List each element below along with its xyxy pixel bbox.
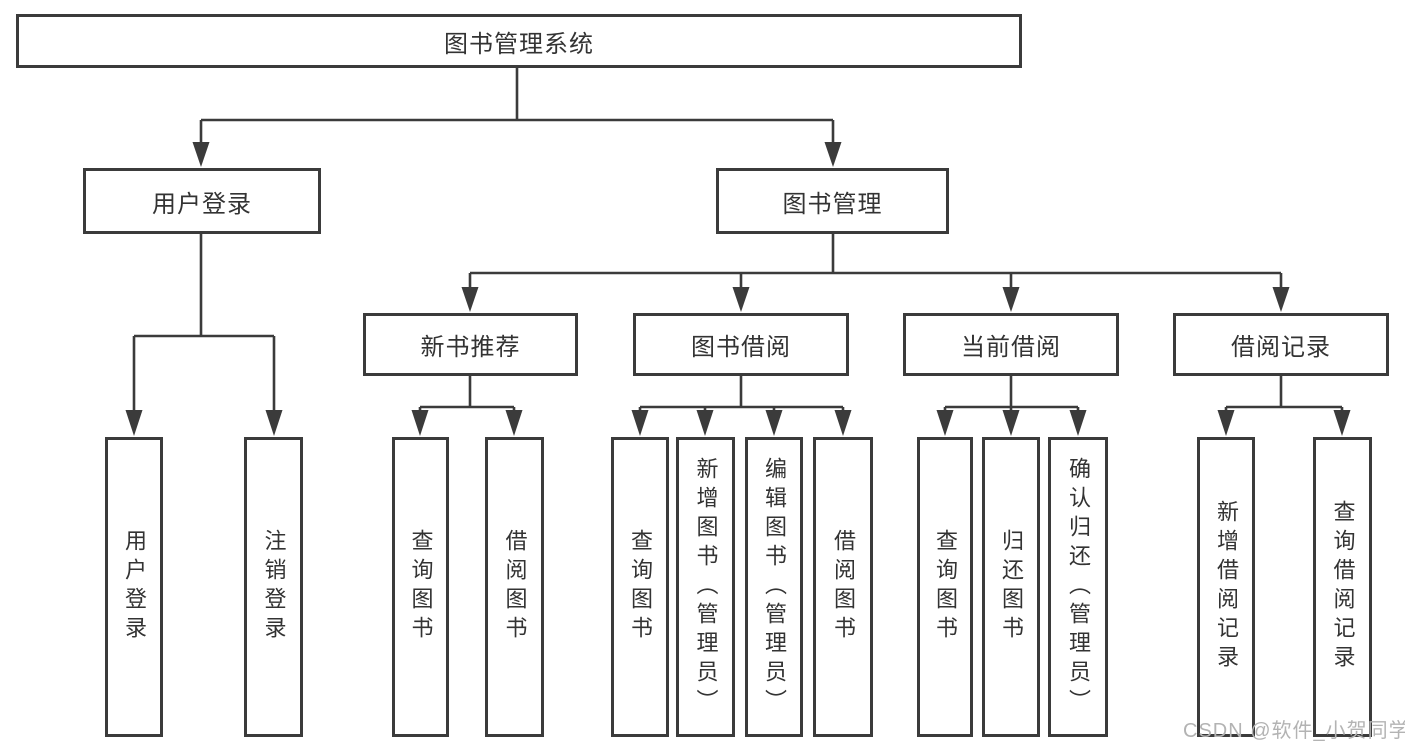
node-book-management-label: 图书管理	[782, 190, 883, 218]
leaf-query-borrow-record: 查询借阅记录	[1313, 437, 1372, 737]
node-user-login-label: 用户登录	[152, 190, 252, 218]
node-library-system-label: 图书管理系统	[444, 30, 594, 58]
leaf-query-book-current-label: 查询图书	[933, 529, 958, 645]
leaf-add-book-admin: 新增图书（管理员）	[676, 437, 735, 737]
leaf-logout: 注销登录	[244, 437, 303, 737]
node-current-borrow: 当前借阅	[903, 313, 1119, 376]
leaf-query-book-recommend-label: 查询图书	[408, 529, 434, 645]
node-book-borrow-label: 图书借阅	[691, 334, 791, 361]
leaf-logout-label: 注销登录	[261, 529, 287, 645]
node-book-borrow: 图书借阅	[633, 313, 849, 376]
connector-current-borrow	[936, 376, 1087, 436]
leaf-edit-book-admin-label: 编辑图书（管理员）	[762, 456, 787, 718]
connector-new-book	[411, 376, 523, 436]
leaf-return-book: 归还图书	[982, 437, 1040, 737]
node-borrow-records-label: 借阅记录	[1231, 334, 1331, 361]
leaf-confirm-return-admin: 确认归还（管理员）	[1048, 437, 1108, 737]
leaf-query-book-borrow: 查询图书	[611, 437, 669, 737]
leaf-add-book-admin-label: 新增图书（管理员）	[693, 456, 719, 718]
node-new-book-recommend-label: 新书推荐	[420, 334, 521, 361]
leaf-borrow-book-label: 借阅图书	[831, 529, 856, 645]
node-current-borrow-label: 当前借阅	[961, 334, 1061, 361]
connector-root	[192, 68, 842, 167]
leaf-query-book-current: 查询图书	[917, 437, 973, 737]
leaf-borrow-book-recommend-label: 借阅图书	[502, 529, 528, 645]
leaf-user-login: 用户登录	[105, 437, 163, 737]
connector-borrow-records	[1217, 376, 1351, 436]
leaf-add-borrow-record: 新增借阅记录	[1197, 437, 1255, 737]
node-borrow-records: 借阅记录	[1173, 313, 1389, 376]
leaf-borrow-book: 借阅图书	[813, 437, 873, 737]
node-user-login: 用户登录	[83, 168, 321, 234]
leaf-user-login-label: 用户登录	[122, 529, 147, 645]
leaf-borrow-book-recommend: 借阅图书	[485, 437, 544, 737]
node-library-system: 图书管理系统	[16, 14, 1022, 68]
connector-book-borrow	[631, 376, 852, 436]
watermark: CSDN @软件_小贺同学	[1183, 720, 1405, 742]
leaf-query-borrow-record-label: 查询借阅记录	[1330, 500, 1356, 674]
leaf-return-book-label: 归还图书	[999, 529, 1024, 645]
leaf-edit-book-admin: 编辑图书（管理员）	[745, 437, 803, 737]
leaf-confirm-return-admin-label: 确认归还（管理员）	[1066, 456, 1091, 718]
connector-user-login	[125, 234, 283, 436]
node-new-book-recommend: 新书推荐	[363, 313, 578, 376]
connector-book-management	[461, 234, 1290, 312]
leaf-add-borrow-record-label: 新增借阅记录	[1214, 500, 1239, 674]
node-book-management: 图书管理	[716, 168, 949, 234]
leaf-query-book-borrow-label: 查询图书	[628, 529, 653, 645]
leaf-query-book-recommend: 查询图书	[392, 437, 449, 737]
